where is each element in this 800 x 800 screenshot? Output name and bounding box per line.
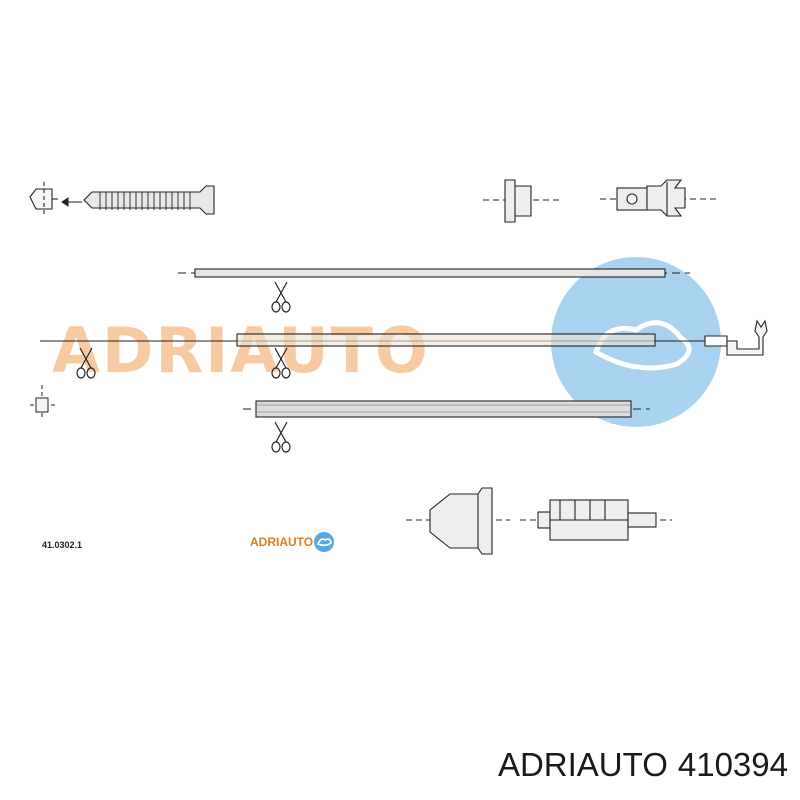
protective-sleeve-segment xyxy=(243,400,650,418)
part-number-label: 41.0302.1 xyxy=(42,540,83,550)
bushing-part xyxy=(483,179,560,223)
inner-cable-assembly xyxy=(40,319,768,356)
small-brand-logo: ADRIAUTO xyxy=(250,531,335,553)
outer-sheath-segment xyxy=(178,268,690,278)
pin-connector-part xyxy=(30,385,55,420)
bellows-boot-part xyxy=(83,185,215,215)
caption-brand: ADRIAUTO xyxy=(497,746,668,783)
caption-code: 410394 xyxy=(677,746,788,783)
arrow-small-part xyxy=(61,197,82,207)
sleeve-nut-part xyxy=(520,499,672,541)
brand-circle-icon xyxy=(314,532,335,552)
cut-mark-icon xyxy=(271,281,291,313)
small-logo-text: ADRIAUTO xyxy=(250,535,314,549)
watermark-text: ADRIAUTO xyxy=(52,314,430,387)
clip-connector-part xyxy=(600,179,720,217)
end-cap-part xyxy=(29,182,58,216)
rubber-grommet-part xyxy=(406,487,510,555)
cut-mark-icon xyxy=(271,421,291,453)
